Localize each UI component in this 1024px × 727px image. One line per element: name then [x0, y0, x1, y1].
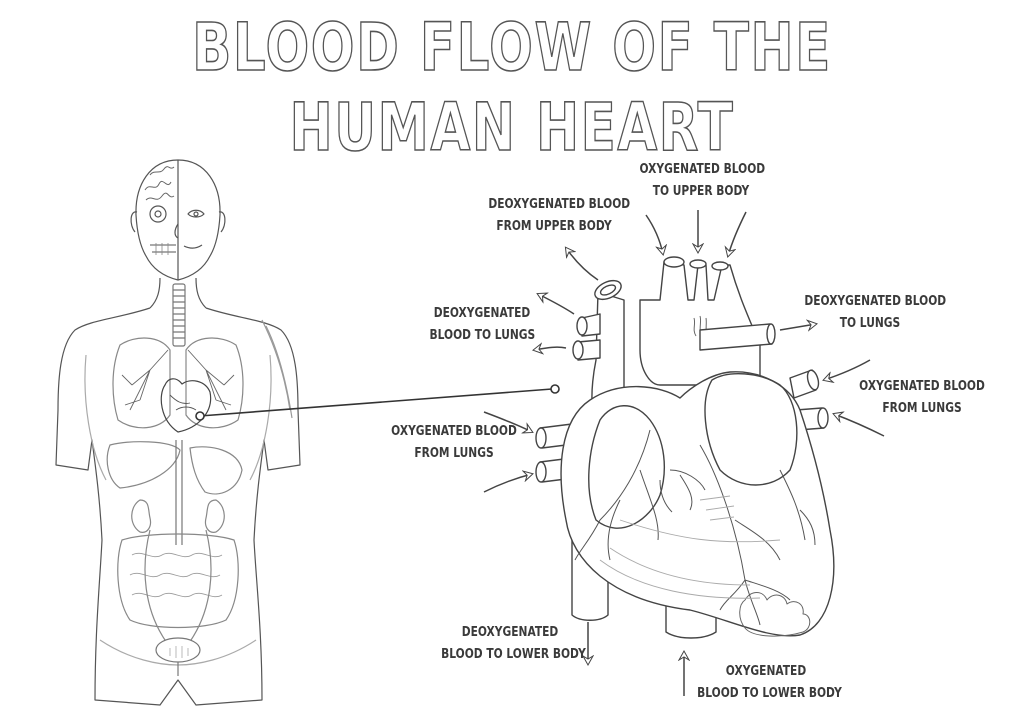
arrow-svc	[566, 248, 599, 281]
label-line: OXYGENATED BLOOD	[391, 424, 517, 439]
label-deoxygenated-from-upper-body: DEOXYGENATED BLOOD FROM UPPER BODY	[488, 194, 631, 238]
arrow-pv-right-upper	[824, 359, 871, 380]
label-line: DEOXYGENATED	[433, 306, 531, 321]
label-oxygenated-to-lower-body: OXYGENATED BLOOD TO LOWER BODY	[697, 661, 842, 705]
label-line: FROM LUNGS	[882, 401, 962, 416]
heart-figure	[535, 256, 835, 639]
arrow-pa-right	[779, 324, 816, 330]
arrow-pv-right-lower	[834, 414, 885, 437]
label-line: FROM LUNGS	[414, 446, 494, 461]
arrow-aorta-right	[728, 211, 747, 256]
arrow-pa-left-lower	[534, 347, 567, 350]
label-oxygenated-from-lungs-right: OXYGENATED BLOOD FROM LUNGS	[856, 376, 987, 420]
zoom-callout-line	[195, 384, 560, 421]
label-line: FROM UPPER BODY	[496, 219, 612, 234]
label-deoxygenated-to-lungs-right: DEOXYGENATED BLOOD TO LUNGS	[804, 291, 947, 335]
human-body-figure	[55, 159, 301, 706]
arrow-aorta-left	[645, 214, 663, 254]
label-line: TO LUNGS	[839, 316, 901, 331]
arrow-pv-left-lower	[483, 474, 532, 493]
label-line: OXYGENATED	[725, 664, 807, 679]
label-line: OXYGENATED BLOOD	[639, 162, 766, 177]
heart-shading	[599, 495, 781, 599]
label-line: TO UPPER BODY	[652, 184, 750, 199]
label-deoxygenated-to-lungs-left: DEOXYGENATED BLOOD TO LUNGS	[429, 303, 536, 347]
flow-arrows	[483, 210, 885, 696]
label-oxygenated-to-upper-body: OXYGENATED BLOOD TO UPPER BODY	[639, 159, 766, 203]
label-line: BLOOD TO LUNGS	[429, 328, 536, 343]
label-line: DEOXYGENATED BLOOD	[488, 197, 631, 212]
coronary-vessels	[574, 429, 816, 626]
label-line: DEOXYGENATED	[461, 625, 559, 640]
label-line: DEOXYGENATED BLOOD	[804, 294, 947, 309]
label-deoxygenated-to-lower-body: DEOXYGENATED BLOOD TO LOWER BODY	[441, 622, 586, 666]
label-line: OXYGENATED BLOOD	[859, 379, 985, 394]
arrow-pa-left-upper	[538, 294, 575, 315]
diagram-title: BLOOD FLOW OF THE HUMAN HEART	[192, 8, 832, 167]
arrow-pv-left-upper	[483, 411, 532, 432]
label-oxygenated-from-lungs-left: OXYGENATED BLOOD FROM LUNGS	[388, 421, 519, 465]
label-line: BLOOD TO LOWER BODY	[697, 686, 842, 701]
label-line: BLOOD TO LOWER BODY	[441, 647, 586, 662]
